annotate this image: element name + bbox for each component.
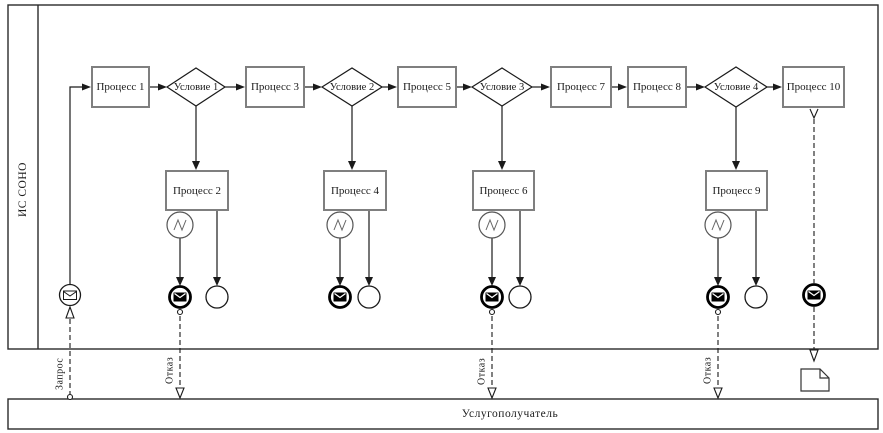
message-flow-lines bbox=[69, 119, 815, 395]
message-end-events bbox=[168, 283, 826, 309]
sequence-flow-lines bbox=[69, 86, 774, 285]
plain-end-events bbox=[205, 285, 768, 309]
process-5-box: Процесс 5 bbox=[397, 66, 457, 108]
end-event-circle bbox=[508, 285, 532, 309]
bottom-lane-border bbox=[7, 398, 879, 430]
envelope-filled-icon bbox=[480, 285, 504, 309]
flow-label-reject-2: Отказ bbox=[476, 357, 488, 385]
process-1-label: Процесс 1 bbox=[96, 81, 145, 93]
envelope-filled-icon bbox=[328, 285, 352, 309]
process-8-box: Процесс 8 bbox=[627, 66, 687, 108]
flow-label-reject-3: Отказ bbox=[702, 356, 714, 384]
bottom-lane-title: Услугополучатель bbox=[461, 408, 559, 420]
pool-top-lane bbox=[7, 4, 879, 350]
pool-bottom-lane bbox=[7, 398, 879, 430]
condition-2-label: Условие 2 bbox=[329, 81, 375, 93]
process-7-box: Процесс 7 bbox=[550, 66, 612, 108]
zigzag-icon bbox=[704, 211, 732, 239]
process-4-label: Процесс 4 bbox=[330, 184, 379, 197]
hollow-arrow-down-icon bbox=[175, 387, 185, 400]
top-lane-border bbox=[7, 4, 879, 350]
flow-label-reject-1: Отказ bbox=[164, 356, 176, 384]
end-event-circle bbox=[357, 285, 381, 309]
process-2-box: Процесс 2 bbox=[165, 170, 229, 211]
process-6-label: Процесс 6 bbox=[479, 184, 528, 197]
document-icon bbox=[800, 368, 830, 392]
process-1-box: Процесс 1 bbox=[91, 66, 150, 108]
process-10-label: Процесс 10 bbox=[786, 81, 841, 93]
process-9-box: Процесс 9 bbox=[705, 170, 768, 211]
end-event-circle bbox=[205, 285, 229, 309]
flow-start-to-p1 bbox=[69, 86, 83, 285]
zigzag-icon bbox=[478, 211, 506, 239]
process-9-label: Процесс 9 bbox=[712, 184, 761, 197]
process-5-label: Процесс 5 bbox=[402, 81, 451, 93]
solid-arrowheads bbox=[82, 83, 782, 286]
process-7-label: Процесс 7 bbox=[556, 81, 605, 93]
hollow-arrow-down-icon bbox=[809, 108, 819, 120]
condition-4-label: Условие 4 bbox=[713, 81, 759, 93]
zigzag-icon bbox=[166, 211, 194, 239]
message-flow-markers bbox=[65, 108, 819, 401]
message-start-event bbox=[58, 283, 82, 307]
process-3-label: Процесс 3 bbox=[250, 81, 299, 93]
process-4-box: Процесс 4 bbox=[323, 170, 387, 211]
end-event-circle bbox=[744, 285, 768, 309]
zigzag-icon bbox=[326, 211, 354, 239]
hollow-arrow-down-icon bbox=[713, 387, 723, 400]
hollow-arrow-down-icon bbox=[809, 349, 819, 363]
top-lane-title: ИС СОНО bbox=[17, 162, 29, 218]
hollow-arrow-up-icon bbox=[65, 305, 75, 319]
envelope-filled-icon bbox=[802, 283, 826, 307]
process-10-box: Процесс 10 bbox=[782, 66, 845, 108]
boundary-events bbox=[166, 211, 732, 239]
process-2-label: Процесс 2 bbox=[172, 184, 221, 197]
envelope-filled-icon bbox=[706, 285, 730, 309]
process-3-box: Процесс 3 bbox=[245, 66, 305, 108]
process-6-box: Процесс 6 bbox=[472, 170, 535, 211]
hollow-arrow-down-icon bbox=[487, 387, 497, 400]
envelope-outline-icon bbox=[63, 290, 77, 300]
flow-label-request: Запрос bbox=[54, 357, 66, 391]
envelope-filled-icon bbox=[168, 285, 192, 309]
process-8-label: Процесс 8 bbox=[632, 81, 681, 93]
condition-1-label: Условие 1 bbox=[173, 81, 219, 93]
condition-3-label: Условие 3 bbox=[479, 81, 525, 93]
